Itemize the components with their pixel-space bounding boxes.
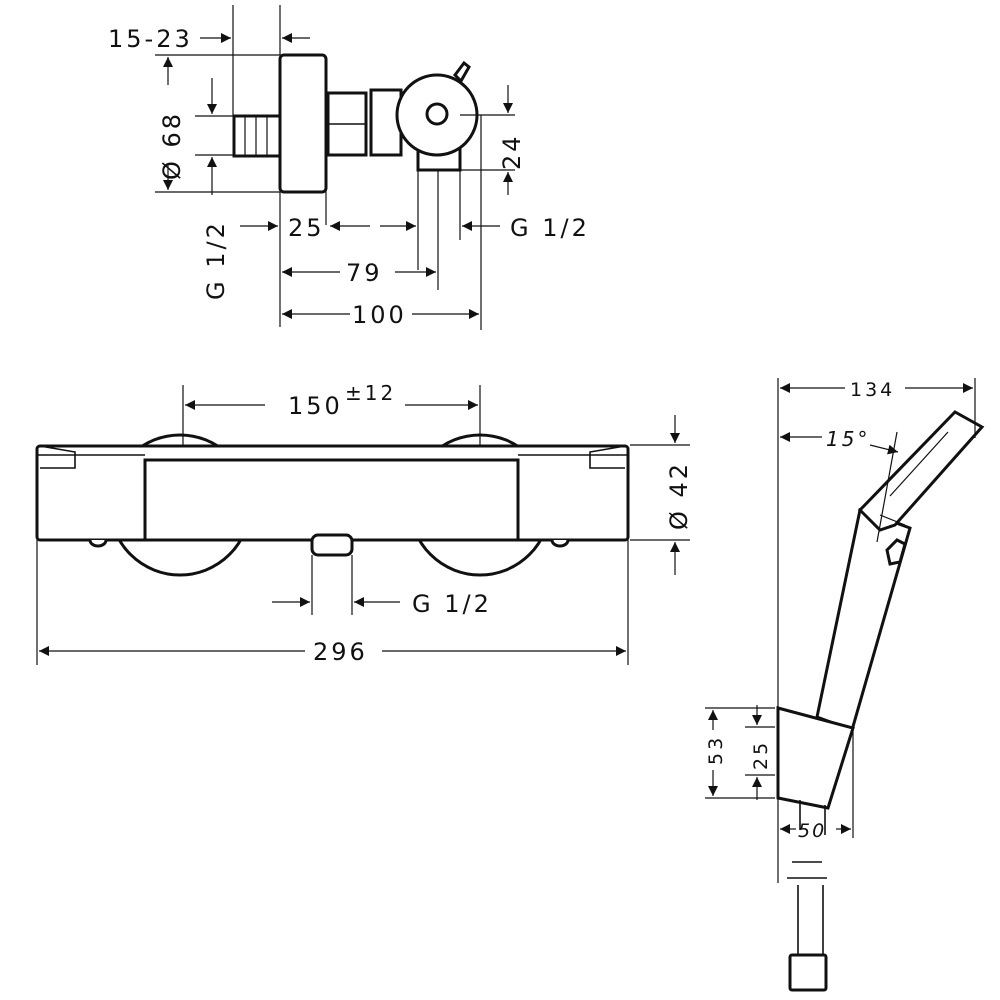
front-view: 150 ±12 Ø 42 G 1/2 296 — [35, 381, 693, 666]
dim-50: 50 — [798, 820, 826, 842]
hose-end — [788, 953, 828, 992]
dim-centers-tolerance: ±12 — [345, 381, 396, 405]
dim-width-134: 134 — [850, 379, 895, 401]
shower-view: 134 15° 53 25 50 — [705, 378, 985, 992]
thread-stub — [232, 114, 282, 158]
dim-diameter-42: Ø 42 — [665, 461, 693, 530]
head-joint — [885, 538, 907, 566]
dim-24: 24 — [498, 133, 526, 170]
shower-head — [857, 410, 985, 532]
hex-nut — [326, 91, 368, 157]
dim-width-296: 296 — [313, 638, 368, 666]
outlet — [310, 533, 354, 557]
dim-inlet-thread: G 1/2 — [202, 220, 230, 300]
side-view: 15-23 Ø 68 G 1/2 25 G 1/2 79 100 24 — [108, 5, 590, 330]
knob-center — [425, 102, 449, 126]
dim-outlet-thread: G 1/2 — [412, 590, 492, 618]
lever — [453, 60, 471, 84]
dim-angle-15: 15° — [826, 427, 870, 451]
dim-79: 79 — [346, 259, 383, 287]
dim-outlet-thread: G 1/2 — [510, 214, 590, 242]
dim-diameter-68: Ø 68 — [158, 111, 186, 180]
valve-body — [369, 88, 403, 157]
dim-centers: 150 — [288, 392, 343, 420]
dim-wall-offset: 15-23 — [108, 25, 193, 53]
dim-100: 100 — [352, 301, 407, 329]
body-center — [143, 458, 520, 542]
dim-53: 53 — [705, 735, 727, 765]
dim-25: 25 — [288, 214, 325, 242]
wall-plate — [278, 53, 328, 194]
dim-25: 25 — [750, 740, 772, 770]
